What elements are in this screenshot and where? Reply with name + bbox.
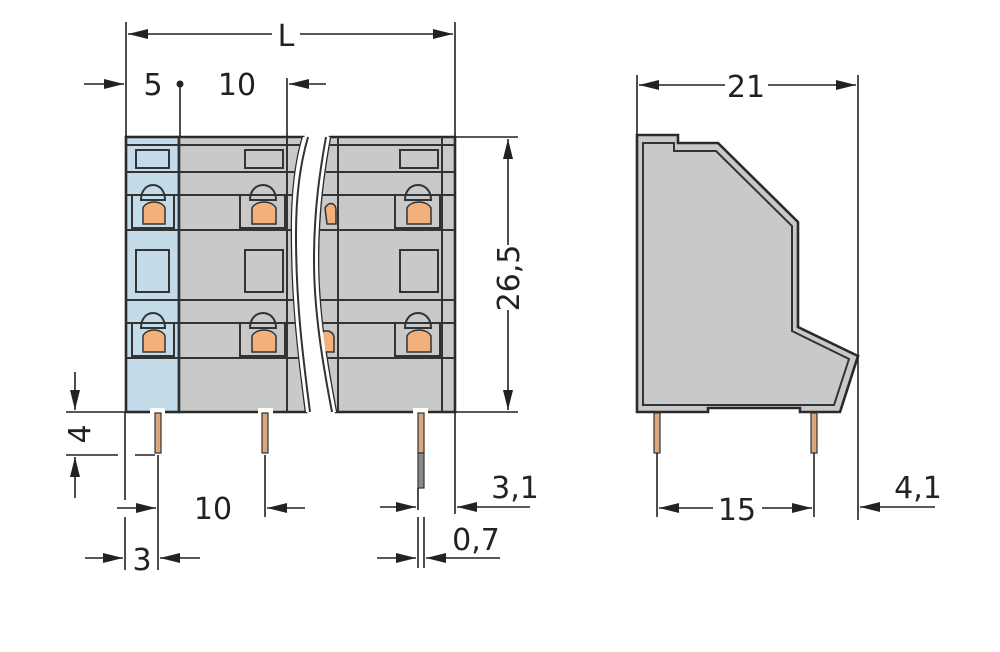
dim-height: 26,5	[492, 245, 527, 312]
clamp-upper	[239, 184, 286, 229]
dim-pitch: 10	[218, 68, 256, 103]
side-housing	[635, 133, 860, 414]
dim-pin-pitch: 10	[194, 492, 232, 527]
dim-end-offset: 3,1	[491, 471, 539, 506]
dim-overall-length: L	[278, 19, 295, 54]
dim-pin-length: 4	[63, 424, 98, 443]
dim-pin-offset: 3	[132, 543, 151, 578]
dim-rear-offset: 4,1	[894, 471, 942, 506]
clamp-upper	[394, 184, 441, 229]
side-dimensions: 21 15 4,1	[636, 70, 942, 528]
front-view	[124, 135, 457, 489]
dim-pin-spacing: 15	[718, 493, 756, 528]
side-pin	[810, 412, 818, 454]
end-module	[124, 135, 181, 414]
side-view	[635, 133, 860, 454]
front-dimensions: L 5 10 26,5 4 10	[63, 19, 539, 578]
clamp-lower	[239, 312, 286, 357]
dim-first-pitch: 5	[143, 68, 162, 103]
clamp-lower	[131, 312, 175, 357]
clamp-upper-partial	[324, 202, 337, 225]
solder-pin	[154, 412, 162, 454]
test-opening	[135, 249, 170, 293]
solder-pin	[261, 412, 269, 454]
dim-pin-diameter: 0,7	[452, 523, 500, 558]
clamp-upper	[131, 184, 175, 229]
side-pin	[653, 412, 661, 454]
solder-pin	[417, 412, 425, 489]
clamp-lower	[394, 312, 441, 357]
dim-depth: 21	[727, 70, 765, 105]
test-opening	[244, 249, 284, 293]
test-opening	[399, 249, 439, 293]
